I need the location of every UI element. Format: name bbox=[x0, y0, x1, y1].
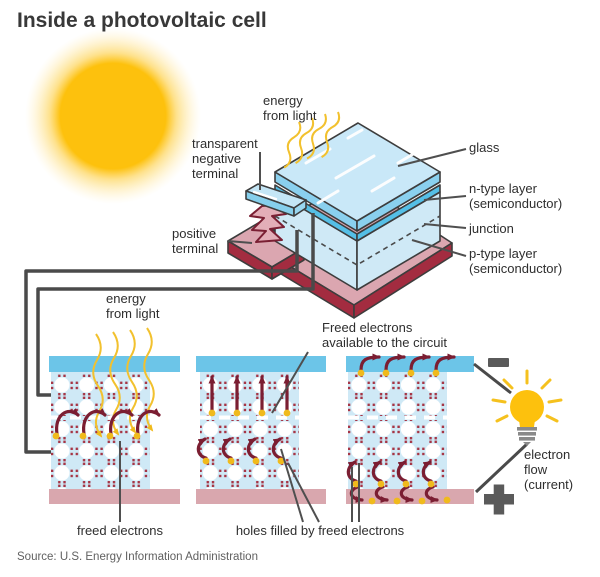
label-junction: junction bbox=[469, 221, 514, 236]
sun bbox=[25, 28, 201, 204]
pointer-freed-available bbox=[271, 351, 309, 414]
bulb-rays bbox=[491, 369, 563, 423]
positive-sign bbox=[484, 484, 514, 515]
pointer-holes-2 bbox=[287, 462, 320, 523]
pointer-p-type bbox=[411, 239, 467, 257]
panel3-atoms-top bbox=[348, 374, 447, 416]
bulb-neck bbox=[519, 420, 535, 427]
pointer-n-type bbox=[423, 195, 467, 201]
sun-disc bbox=[61, 64, 165, 168]
glass-highlights bbox=[304, 128, 422, 205]
panel1-atoms-bottom bbox=[51, 420, 150, 489]
label-freed-electrons-available: Freed electrons available to the circuit bbox=[322, 320, 448, 351]
pointer-holes-1 bbox=[280, 448, 304, 523]
label-energy-from-light-top: energy from light bbox=[263, 93, 317, 124]
bulb-glass bbox=[510, 390, 544, 424]
p-type-base-side-right bbox=[353, 242, 453, 319]
circuit-wires bbox=[24, 213, 315, 454]
bulb-base bbox=[517, 427, 537, 446]
pointer-lines bbox=[119, 148, 467, 523]
panel2-atoms-top bbox=[200, 374, 299, 416]
negative-terminal-tab-side bbox=[293, 199, 307, 217]
junction-dashed-line bbox=[274, 215, 441, 266]
panel3-atoms-bottom bbox=[348, 420, 447, 489]
panel2-negative-bar bbox=[196, 356, 326, 372]
pointer-positive-terminal bbox=[227, 240, 253, 244]
label-electron-flow: electron flow (current) bbox=[524, 447, 574, 493]
pointer-glass bbox=[397, 148, 467, 167]
label-holes-filled: holes filled by freed electrons bbox=[235, 523, 405, 538]
label-n-type-layer: n-type layer (semiconductor) bbox=[469, 181, 563, 212]
label-positive-terminal: positive terminal bbox=[172, 226, 219, 257]
panel1-negative-bar bbox=[49, 356, 180, 372]
wire-from-bulb bbox=[474, 442, 529, 494]
panel1-positive-bar bbox=[49, 489, 180, 504]
label-p-type-layer: p-type layer (semiconductor) bbox=[469, 246, 563, 277]
pointer-junction bbox=[423, 223, 467, 229]
label-freed-electrons: freed electrons bbox=[77, 523, 163, 538]
light-rays-top bbox=[283, 111, 341, 169]
source-note: Source: U.S. Energy Information Administ… bbox=[17, 551, 258, 563]
page-title: Inside a photovoltaic cell bbox=[17, 9, 267, 32]
wire-positive bbox=[24, 230, 299, 454]
external-circuit bbox=[473, 358, 563, 515]
process-panels bbox=[49, 356, 474, 504]
label-transparent-negative-terminal: transparent negative terminal bbox=[192, 136, 258, 182]
label-glass: glass bbox=[469, 140, 500, 155]
n-type-band-right bbox=[356, 184, 441, 242]
wire-to-bulb bbox=[473, 362, 512, 395]
panel3-positive-bar bbox=[346, 489, 474, 504]
tab-highlight bbox=[252, 190, 278, 201]
label-energy-from-light-bottom: energy from light bbox=[106, 291, 160, 322]
electron-dots bbox=[52, 369, 451, 505]
negative-sign bbox=[488, 358, 509, 367]
electron-arrows bbox=[55, 353, 456, 504]
wire-negative bbox=[36, 213, 315, 397]
